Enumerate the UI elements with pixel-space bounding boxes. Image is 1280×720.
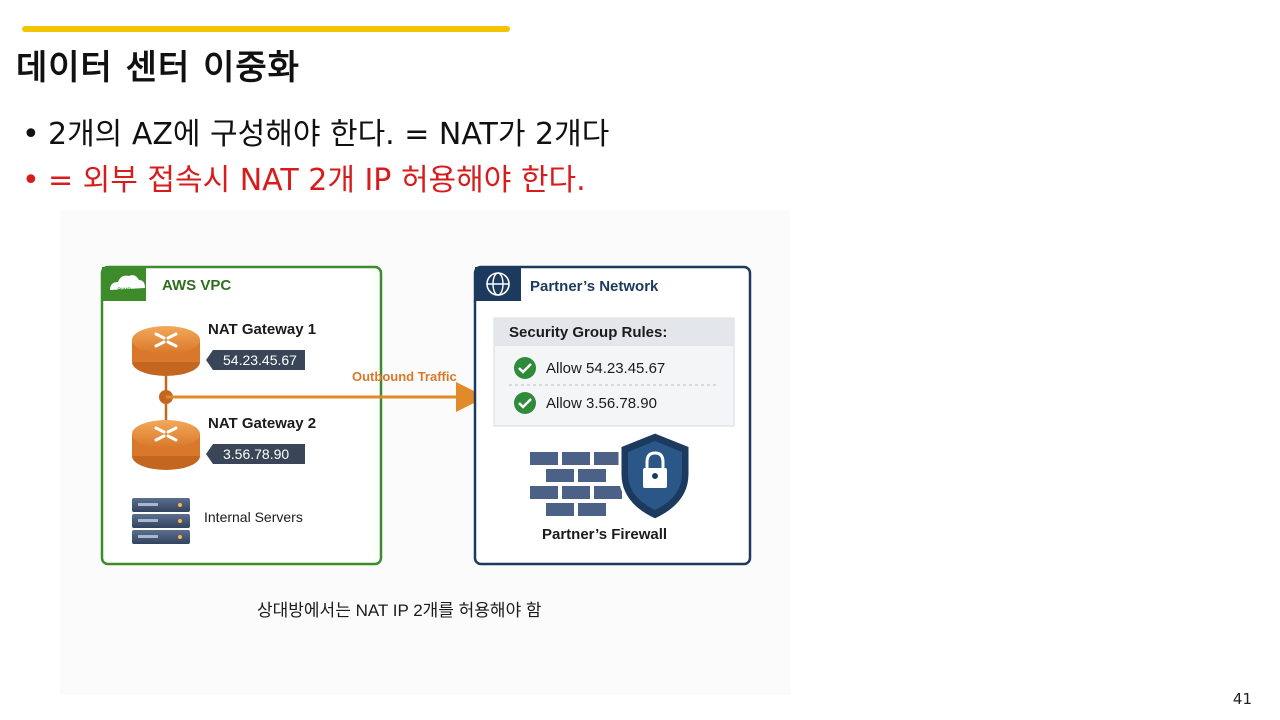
- outbound-traffic-label: Outbound Traffic: [352, 369, 457, 384]
- page-number: 41: [1232, 690, 1252, 708]
- nat-gateway-1-ip-tag: 54.23.45.67: [206, 350, 305, 370]
- nat-gateway-1-ip: 54.23.45.67: [223, 352, 297, 368]
- title-accent-bar: [22, 26, 510, 32]
- shield-lock-icon: [618, 430, 692, 522]
- nat-gateway-2-label: NAT Gateway 2: [208, 415, 316, 432]
- nat-gateway-2-icon: [132, 420, 200, 470]
- globe-icon: [475, 267, 521, 301]
- internal-servers-label: Internal Servers: [204, 509, 303, 525]
- bullet-item: •2개의 AZ에 구성해야 한다. = NAT가 2개다: [22, 112, 609, 158]
- security-rule-2: Allow 3.56.78.90: [546, 395, 657, 412]
- partner-firewall-label: Partner’s Firewall: [542, 526, 667, 543]
- firewall-brick-icon: [530, 452, 622, 516]
- aws-logo-text: aws: [117, 285, 131, 294]
- bullet-text: 2개의 AZ에 구성해야 한다. = NAT가 2개다: [48, 117, 610, 152]
- slide-title: 데이터 센터 이중화: [16, 48, 300, 88]
- vpc-title: AWS VPC: [162, 277, 231, 294]
- server-stack-icon: [132, 498, 190, 544]
- aws-cloud-icon: aws: [102, 267, 146, 301]
- check-icon: [514, 392, 536, 414]
- partner-network-box: Partner’s Network Security Group Rules: …: [473, 265, 752, 566]
- diagram-caption: 상대방에서는 NAT IP 2개를 허용해야 함: [257, 601, 542, 620]
- bullet-dot: •: [22, 163, 40, 198]
- aws-vpc-box: aws AWS VPC NAT Gateway 1 54.23.45.67 NA…: [100, 265, 383, 566]
- nat-gateway-1-label: NAT Gateway 1: [208, 321, 316, 338]
- partner-network-title: Partner’s Network: [530, 278, 659, 295]
- nat-gateway-2-ip: 3.56.78.90: [223, 446, 289, 462]
- check-mark: [518, 363, 532, 374]
- network-diagram: aws AWS VPC NAT Gateway 1 54.23.45.67 NA…: [60, 210, 790, 695]
- diagram-canvas: aws AWS VPC NAT Gateway 1 54.23.45.67 NA…: [100, 265, 752, 620]
- bullet-dot: •: [22, 117, 40, 152]
- check-mark: [518, 398, 532, 409]
- security-group-rules-panel: Security Group Rules: Allow 54.23.45.67 …: [493, 317, 735, 427]
- security-rules-header: Security Group Rules:: [509, 324, 667, 341]
- security-rule-1: Allow 54.23.45.67: [546, 360, 665, 377]
- bullet-list: •2개의 AZ에 구성해야 한다. = NAT가 2개다 •= 외부 접속시 N…: [22, 112, 609, 204]
- nat-gateway-2-ip-tag: 3.56.78.90: [206, 444, 305, 464]
- check-icon: [514, 357, 536, 379]
- nat-gateway-1-icon: [132, 326, 200, 376]
- bullet-item-highlight: •= 외부 접속시 NAT 2개 IP 허용해야 한다.: [22, 158, 609, 204]
- bullet-text: = 외부 접속시 NAT 2개 IP 허용해야 한다.: [48, 163, 586, 198]
